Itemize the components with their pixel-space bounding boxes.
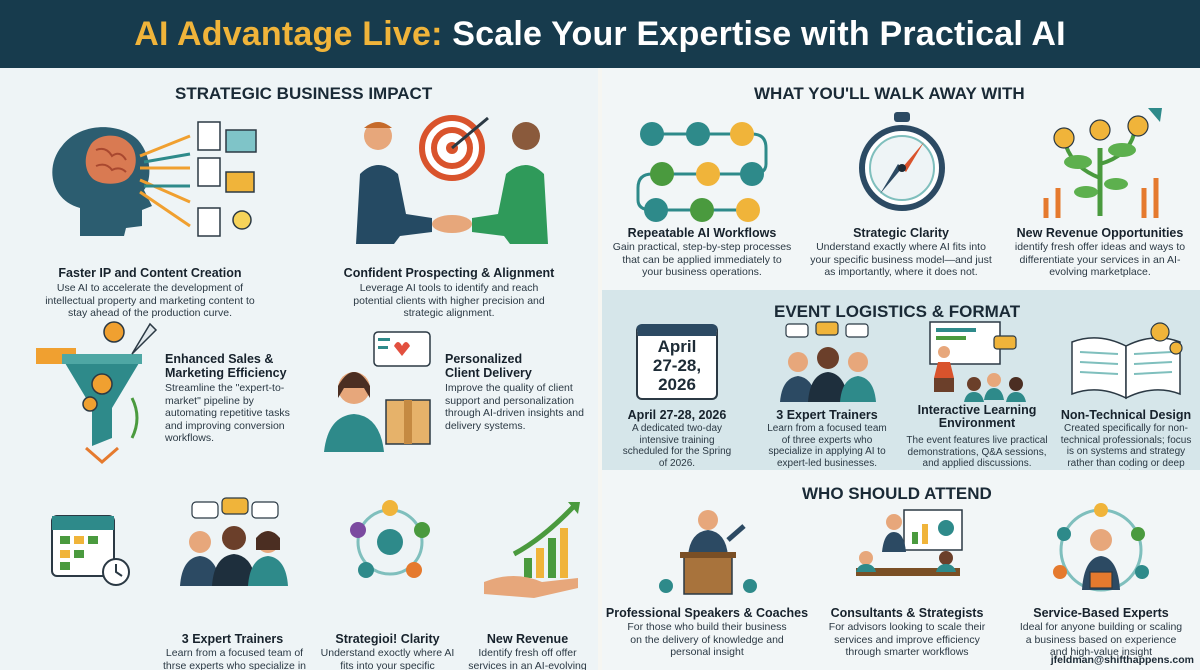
logistics-item-desc: Learn from a focused team of three exper… (767, 423, 887, 469)
logistics-item-desc: A dedicated two-day intensive training s… (622, 423, 732, 469)
impact-item-title: Faster IP and Content Creation (58, 266, 242, 280)
impact-item-expert-trainers: 3 Expert Trainers Learn from a focused t… (150, 497, 315, 670)
impact-item-title: New Revenue (486, 632, 569, 646)
impact-item-desc: Improve the quality of client support an… (445, 382, 584, 432)
walk-item-title: Repeatable AI Workflows (627, 226, 777, 240)
title-rest: Scale Your Expertise with Practical AI (452, 14, 1066, 53)
attend-heading: WHO SHOULD ATTEND (802, 484, 992, 503)
impact-item-desc: Identify fresh off offer services in an … (468, 647, 587, 670)
calendar-days: 27-28, (652, 356, 702, 375)
walk-away-panel: WHAT YOU'LL WALK AWAY WITH Repeatable AI… (602, 68, 1200, 290)
network-hub-icon (350, 500, 430, 578)
walk-item-desc: identify fresh offer ideas and ways to d… (1014, 241, 1186, 278)
trainers-group-icon (780, 321, 876, 402)
impact-item-title: 3 Expert Trainers (181, 632, 284, 646)
impact-item-desc: Use AI to accelerate the development of … (45, 282, 255, 319)
attend-item-desc: Ideal for anyone building or scaling a b… (1019, 621, 1183, 658)
attend-item-service-experts: Service-Based Experts Ideal for anyone b… (1002, 503, 1200, 666)
strategic-impact-heading: STRATEGIC BUSINESS IMPACT (175, 84, 433, 103)
impact-item-title-text: Enhanced Sales & Marketing Efficiency (165, 352, 287, 380)
impact-item-title: Personalized Client Delivery (445, 352, 545, 380)
attend-item-desc: For advisors looking to scale their serv… (828, 621, 986, 658)
logistics-item-interactive: Interactive Learning Environment The eve… (902, 321, 1052, 470)
impact-item-title: Strategioi! Clarity (335, 632, 440, 646)
impact-item-prospecting: Confident Prospecting & Alignment Levera… (300, 108, 598, 319)
workflow-cycle-icon (636, 122, 768, 222)
speaker-podium-icon (659, 510, 757, 595)
impact-item-desc: Understand exoctly where AI fits into yo… (320, 647, 455, 670)
walk-item-title: Strategic Clarity (853, 226, 949, 240)
title-highlight: AI Advantage Live: (134, 14, 443, 53)
logistics-item-title: April 27-28, 2026 (627, 408, 727, 422)
logistics-item-non-technical: Non-Technical Design Created specificall… (1052, 322, 1200, 480)
handshake-target-icon (356, 115, 548, 244)
walk-item-title: New Revenue Opportunities (1016, 226, 1184, 240)
strategic-impact-panel: STRATEGIC BUSINESS IMPACT Faster IP and … (0, 68, 598, 670)
calendar-year: 2026 (658, 375, 696, 394)
logistics-item-desc: The event features live practical demons… (906, 435, 1048, 469)
walk-item-desc: Gain practical, step-by-step processes t… (612, 241, 792, 278)
impact-item-new-revenue: New Revenue Identify fresh off offer ser… (460, 498, 595, 670)
trainers-icon (180, 497, 288, 586)
impact-item-sales-efficiency: Enhanced Sales & Marketing Efficiency St… (0, 318, 300, 478)
page-title: AI Advantage Live: Scale Your Expertise … (0, 0, 1200, 68)
impact-item-faster-ip: Faster IP and Content Creation Use AI to… (0, 108, 300, 319)
impact-item-desc: Streamline the "expert-to-market" pipeli… (165, 382, 290, 444)
attend-item-title: Service-Based Experts (1033, 606, 1169, 620)
impact-item-client-delivery: Personalized Client Delivery Improve the… (300, 318, 598, 478)
walk-item-desc: Understand exactly where AI fits into yo… (810, 241, 992, 278)
panel-divider (598, 68, 602, 670)
logistics-heading: EVENT LOGISTICS & FORMAT (774, 302, 1021, 321)
logistics-item-trainers: 3 Expert Trainers Learn from a focused t… (752, 321, 902, 470)
consultant-meeting-icon (856, 509, 963, 576)
walk-item-clarity: Strategic Clarity Understand exactly whe… (802, 108, 1000, 290)
walk-away-heading: WHAT YOU'LL WALK AWAY WITH (754, 84, 1025, 103)
walk-item-revenue: New Revenue Opportunities identify fresh… (1000, 108, 1200, 290)
impact-item-strategic-clarity: Strategioi! Clarity Understand exoctly w… (320, 498, 455, 670)
logistics-panel: EVENT LOGISTICS & FORMAT April 27-28, 20… (602, 290, 1200, 480)
attend-item-desc: For those who build their business on th… (627, 621, 787, 658)
calendar-month: April (657, 337, 697, 356)
logistics-item-title: Interactive Learning Environment (917, 403, 1037, 430)
impact-item-title: Confident Prospecting & Alignment (343, 266, 555, 280)
attend-item-title: Professional Speakers & Coaches (605, 606, 809, 620)
event-calendar-icon: April 27-28, 2026 (636, 324, 718, 400)
walk-item-workflows: Repeatable AI Workflows Gain practical, … (602, 108, 802, 290)
service-expert-icon (1053, 503, 1149, 592)
attend-item-consultants: Consultants & Strategists For advisors l… (812, 506, 1002, 666)
who-should-attend-panel: WHO SHOULD ATTEND Professional Speakers … (602, 470, 1200, 670)
revenue-growth-icon (484, 502, 580, 598)
compass-icon (859, 112, 945, 211)
logistics-item-dates: April 27-28, 2026 April 27-28, 2026 A de… (602, 322, 752, 470)
brain-content-icon (52, 121, 257, 237)
impact-item-title: Enhanced Sales & Marketing Efficiency (165, 352, 295, 380)
impact-item-desc: Leverage AI tools to identify and reach … (353, 282, 545, 319)
client-delivery-icon (324, 331, 431, 452)
calendar-clock-icon (51, 515, 130, 586)
attend-item-speakers: Professional Speakers & Coaches For thos… (602, 506, 812, 666)
footer-email[interactable]: jfeldman@shifthappens.com (1050, 654, 1194, 666)
impact-item-desc: Learn from a focused team of thrse exper… (163, 647, 306, 670)
funnel-rocket-icon (36, 321, 158, 464)
impact-item-title-text: Personalized Client Delivery (445, 352, 532, 380)
presentation-icon (929, 321, 1026, 402)
attend-item-title: Consultants & Strategists (830, 606, 984, 620)
open-book-icon (1071, 322, 1183, 400)
logistics-item-title: Non-Technical Design (1060, 408, 1192, 422)
money-tree-icon (1043, 108, 1162, 218)
logistics-item-title: 3 Expert Trainers (776, 408, 878, 422)
